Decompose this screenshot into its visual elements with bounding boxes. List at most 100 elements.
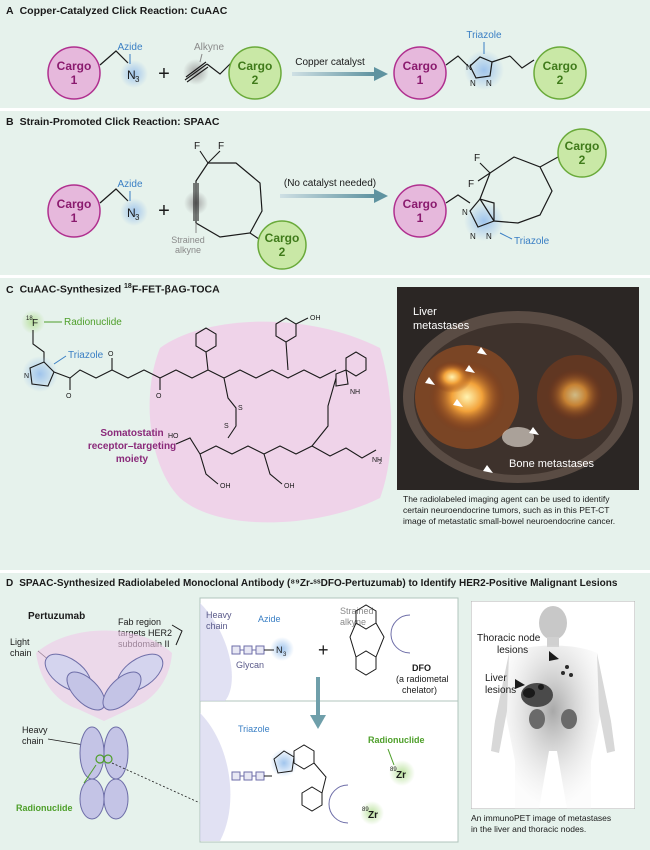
triazole-label: Triazole: [514, 236, 550, 247]
light-chain-label: Light: [10, 637, 30, 647]
svg-text:OH: OH: [220, 483, 231, 490]
svg-text:O: O: [156, 393, 162, 400]
svg-text:chain: chain: [206, 621, 228, 631]
svg-text:Cargo: Cargo: [265, 231, 300, 245]
svg-text:N: N: [470, 232, 476, 241]
svg-text:1: 1: [417, 73, 424, 87]
svg-text:receptor–targeting: receptor–targeting: [88, 441, 176, 452]
svg-text:N: N: [276, 645, 283, 655]
pertuzumab-label: Pertuzumab: [28, 611, 85, 622]
svg-text:F: F: [32, 318, 38, 329]
svg-text:3: 3: [135, 213, 140, 222]
panel-d-diagram: Pertuzumab Fab region targets HER2 subdo…: [10, 597, 459, 843]
dfo-label: DFO: [412, 663, 431, 673]
plus-sign: +: [318, 640, 329, 660]
svg-text:NH: NH: [350, 389, 360, 396]
svg-text:F: F: [474, 153, 480, 164]
triazole-label: Triazole: [238, 724, 270, 734]
svg-text:N: N: [462, 208, 468, 217]
pet-ct-image: Liver metastases Bone metastases: [397, 287, 639, 490]
bone-metastases-label: Bone metastases: [509, 458, 594, 470]
fab-region-label: Fab region: [118, 617, 161, 627]
triazole-ring: [469, 56, 493, 79]
radionuclide-label: Radionuclide: [64, 317, 122, 328]
svg-text:F: F: [194, 141, 200, 152]
zr89-glow: [389, 760, 415, 786]
svg-text:Radionuclide: Radionuclide: [368, 735, 425, 745]
svg-text:chain: chain: [10, 648, 32, 658]
svg-text:N: N: [24, 373, 29, 380]
svg-text:lesions: lesions: [497, 645, 528, 656]
svg-text:F: F: [218, 141, 224, 152]
svg-text:N: N: [466, 63, 472, 72]
azide-label: Azide: [117, 179, 142, 190]
cargo-2-label: Cargo: [238, 59, 273, 73]
svg-text:N: N: [127, 206, 136, 220]
plus-sign: +: [158, 63, 170, 85]
svg-text:Cargo: Cargo: [565, 139, 600, 153]
svg-text:89: 89: [390, 767, 397, 773]
azide-label: Azide: [117, 42, 142, 53]
svg-text:2: 2: [557, 73, 564, 87]
svg-text:18: 18: [26, 316, 33, 322]
panel-b-diagram: Cargo 1 N 3 Azide + F F Strained alkyne …: [47, 128, 607, 270]
triazole-label: Triazole: [68, 350, 104, 361]
svg-text:2: 2: [379, 460, 382, 466]
plus-sign: +: [158, 200, 170, 222]
svg-text:O: O: [108, 351, 114, 358]
svg-text:OH: OH: [310, 315, 321, 322]
glycan-label: Glycan: [236, 660, 264, 670]
azide-label: Azide: [258, 614, 281, 624]
cargo-2-circle: [228, 46, 282, 100]
moiety-highlight: [149, 321, 392, 523]
liver-lesions-label: Liver: [485, 673, 507, 684]
svg-text:N: N: [486, 79, 492, 88]
svg-text:O: O: [66, 393, 72, 400]
triazole-glow: [464, 50, 504, 90]
svg-text:alkyne: alkyne: [340, 617, 366, 627]
thoracic-node-label: Thoracic node: [477, 633, 541, 644]
svg-text:89: 89: [362, 807, 369, 813]
cargo-1-label: Cargo: [57, 59, 92, 73]
svg-text:2: 2: [279, 245, 286, 259]
svg-text:moiety: moiety: [116, 454, 149, 465]
heavy-chain-label: Heavy: [22, 725, 48, 735]
svg-text:HO: HO: [168, 433, 179, 440]
moiety-label: Somatostatin: [100, 428, 163, 439]
svg-text:1: 1: [417, 211, 424, 225]
svg-text:alkyne: alkyne: [175, 245, 201, 255]
heavy-chain-fc-right: [103, 726, 129, 780]
alkyne-label: Alkyne: [194, 42, 224, 53]
reaction-arrow: [280, 194, 374, 198]
svg-text:chelator): chelator): [402, 685, 437, 695]
svg-text:metastases: metastases: [413, 320, 470, 332]
radionuclide-label: Radionuclide: [16, 803, 73, 813]
thoracic-lesion: [565, 665, 569, 669]
svg-text:chain: chain: [22, 736, 44, 746]
svg-text:3: 3: [283, 652, 287, 658]
cyclooctyne-ring: [195, 162, 263, 238]
panel-d-letter: D: [6, 578, 14, 589]
svg-text:targets HER2: targets HER2: [118, 628, 172, 638]
svg-text:3: 3: [135, 75, 140, 84]
cargo-1-circle: [47, 46, 101, 100]
immunopet-image: Thoracic node lesions Liver lesions: [471, 601, 635, 809]
svg-text:2: 2: [579, 153, 586, 167]
svg-text:Zr: Zr: [368, 810, 378, 821]
svg-text:Zr: Zr: [396, 770, 406, 781]
peptide-backbone: [53, 369, 337, 379]
panel-a-letter: A: [6, 5, 14, 17]
svg-text:Cargo: Cargo: [403, 197, 438, 211]
no-catalyst-label: (No catalyst needed): [284, 178, 376, 189]
cargo-1-circle: [47, 184, 101, 238]
svg-text:S: S: [224, 423, 229, 430]
fab-highlight: [36, 630, 172, 721]
strained-alkyne-label: Strained: [171, 235, 205, 245]
svg-text:Cargo: Cargo: [403, 59, 438, 73]
cargo-2-circle: [257, 220, 307, 270]
cargo-2-number: 2: [252, 73, 259, 87]
